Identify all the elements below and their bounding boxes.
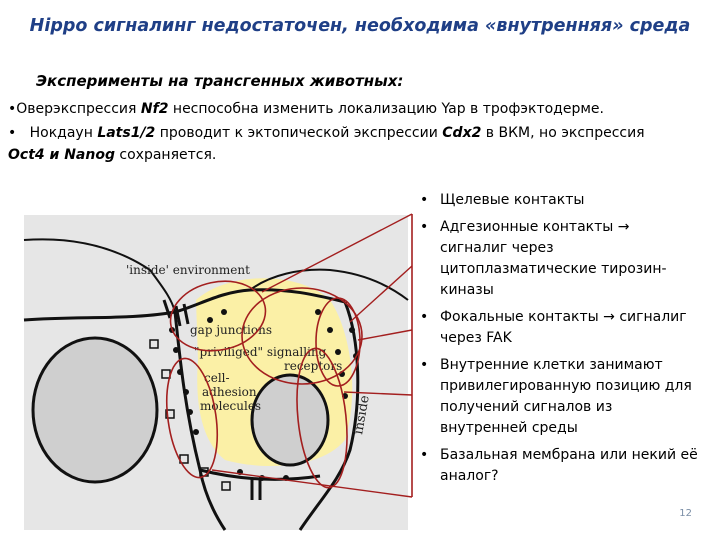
page-number: 12 bbox=[679, 508, 692, 519]
label-molecules: molecules bbox=[200, 399, 261, 413]
label-inside-environment: 'inside' environment bbox=[126, 263, 250, 277]
nucleus-right bbox=[252, 375, 328, 465]
nucleus-left bbox=[33, 338, 157, 482]
label-privileged-signalling: "priviliged" signalling bbox=[194, 345, 327, 359]
label-gap-junctions: gap junctions bbox=[190, 323, 272, 337]
